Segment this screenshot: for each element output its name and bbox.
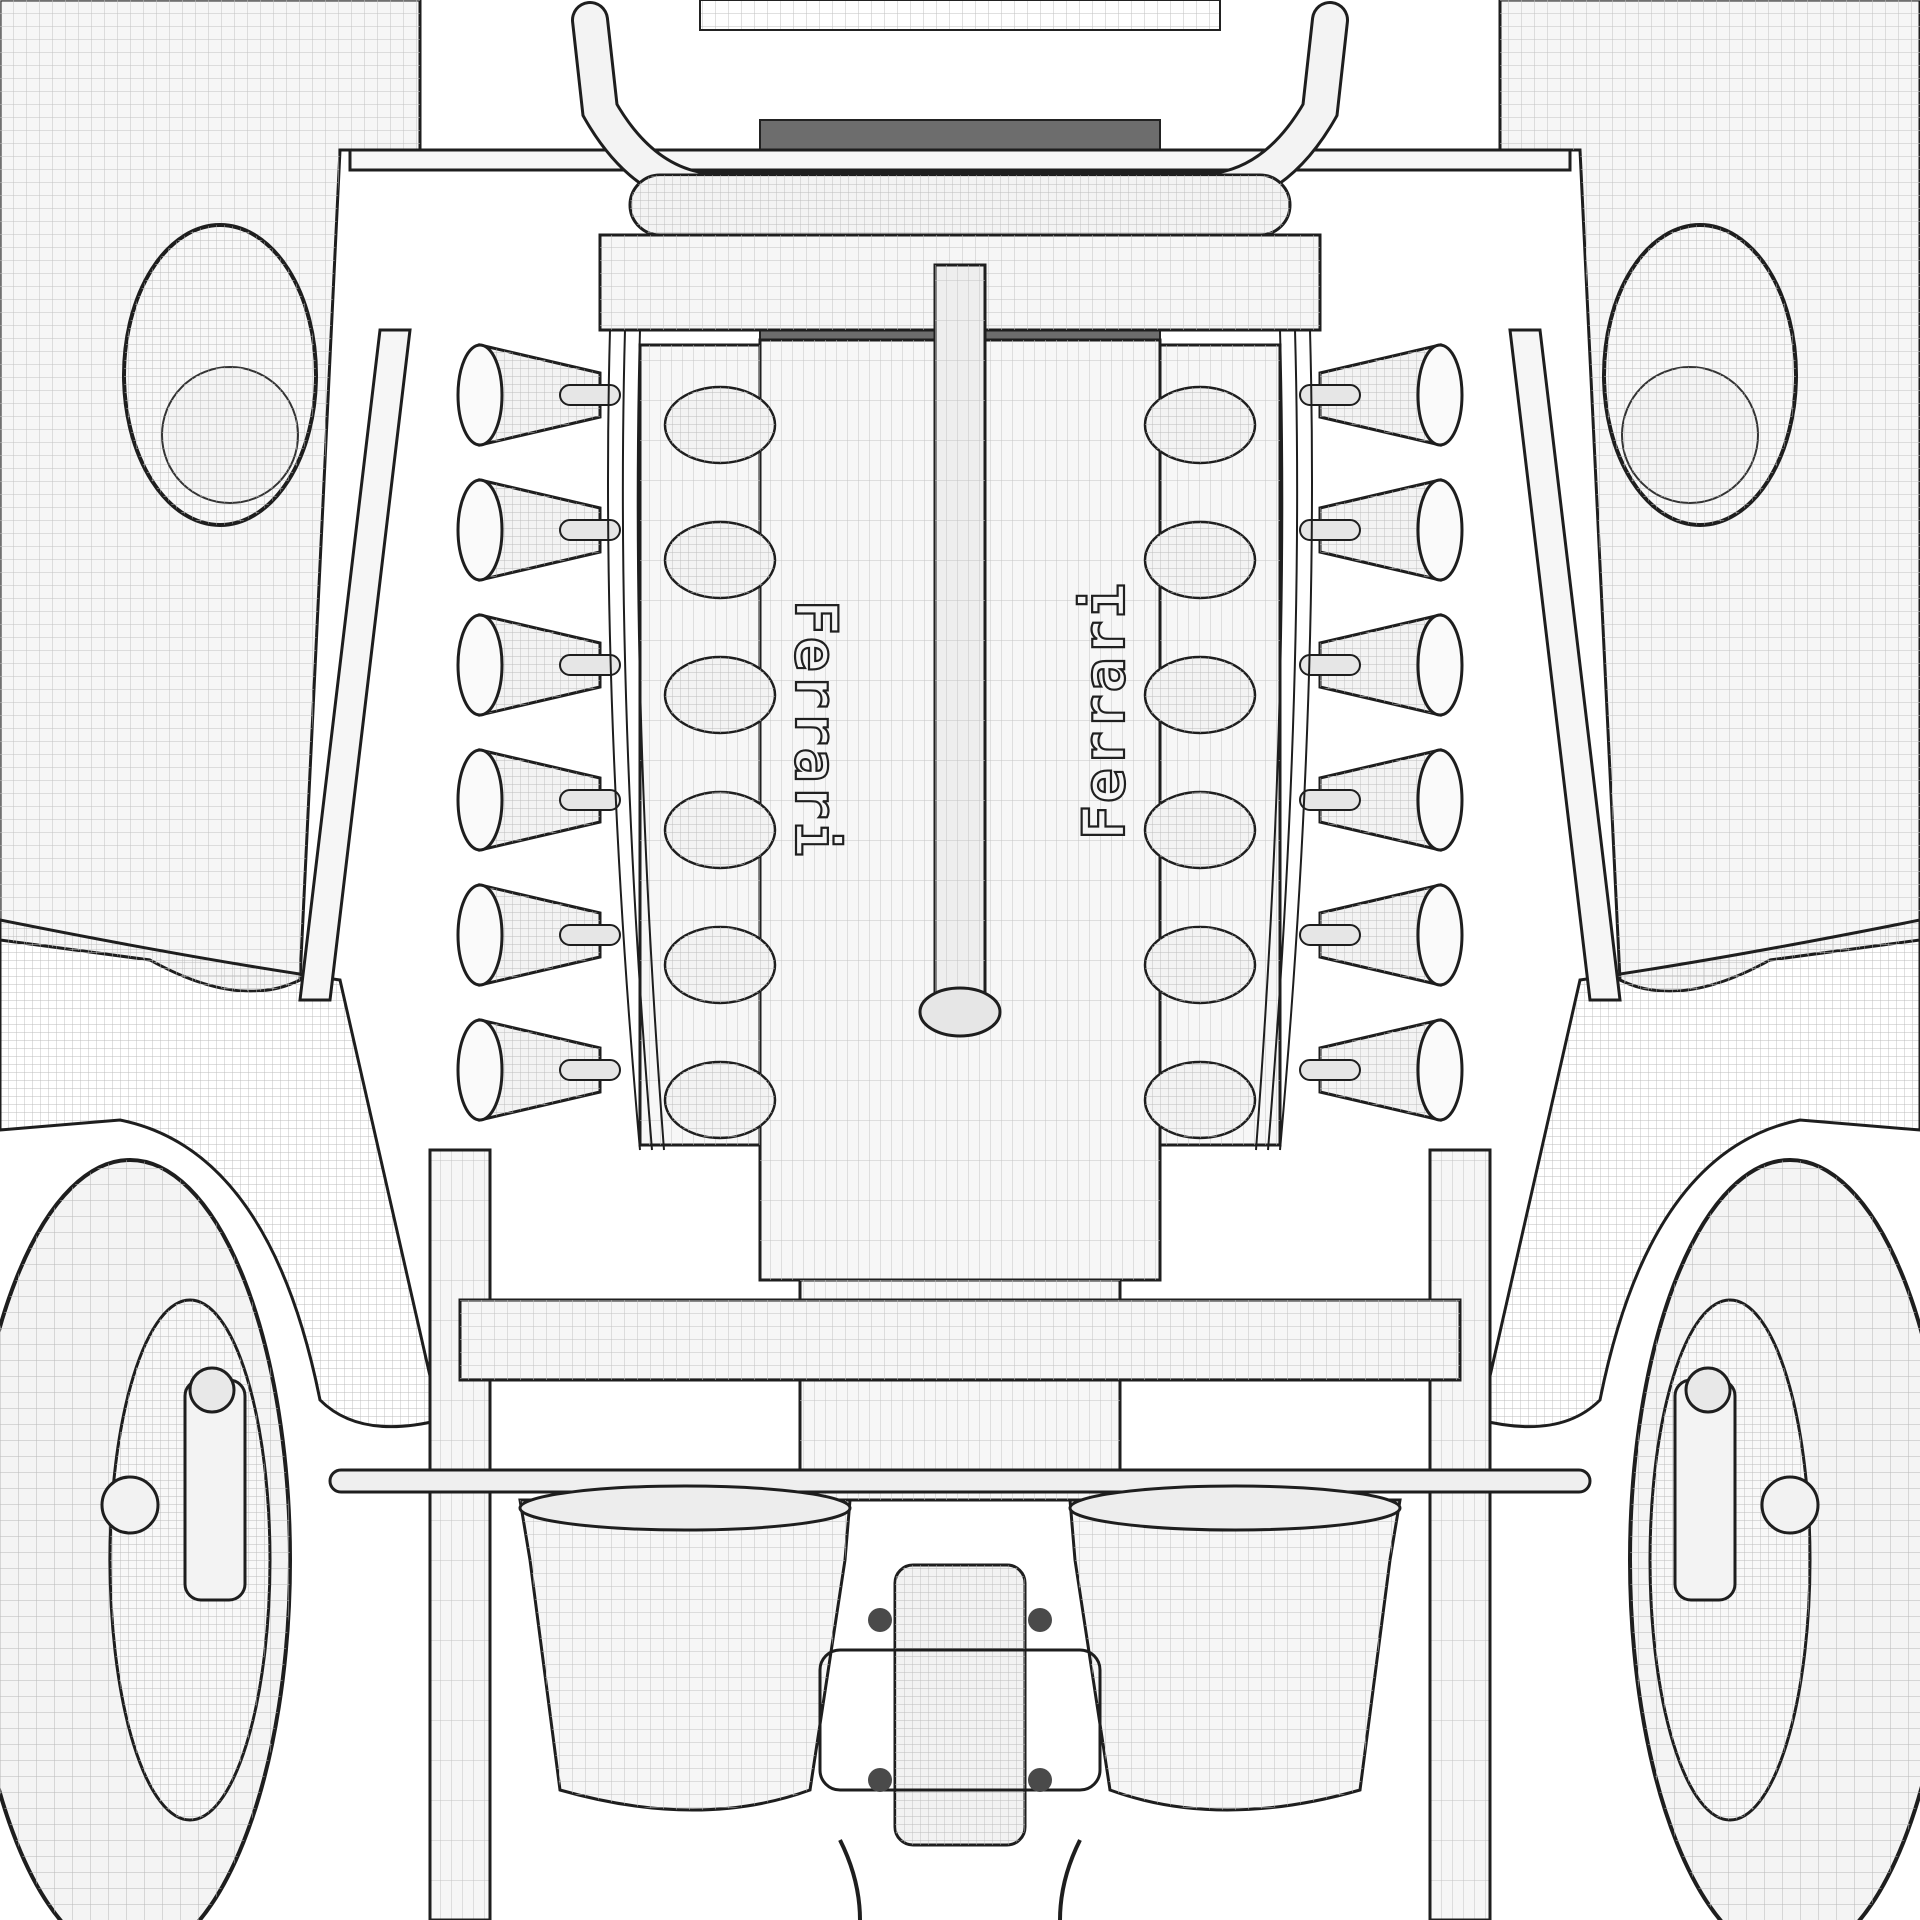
right-intake-trumpet	[1299, 883, 1464, 987]
right-air-duct	[1068, 1484, 1402, 1812]
right-intake-trumpet	[1299, 613, 1464, 717]
front-timing-unit	[818, 1563, 1102, 1920]
right-intake-port-mesh	[1145, 387, 1255, 463]
left-intake-port-mesh	[665, 1062, 775, 1138]
left-intake-port-mesh	[665, 792, 775, 868]
right-intake-trumpet	[1299, 748, 1464, 852]
intake-ports	[663, 385, 1257, 1140]
right-cam-cover	[1158, 343, 1282, 1147]
right-intake-trumpet	[1299, 343, 1464, 447]
chassis-frame	[298, 148, 1622, 1920]
left-intake-port-mesh	[665, 522, 775, 598]
left-logo-text: Ferrari	[782, 600, 850, 858]
left-intake-trumpets	[456, 343, 621, 1122]
left-cam-cover-logo: Ferrari	[781, 599, 851, 860]
left-upright	[100, 1366, 247, 1602]
left-intake-trumpet	[456, 748, 621, 852]
ignition-leads	[607, 329, 1313, 1151]
right-upright	[1673, 1366, 1820, 1602]
left-headlight	[122, 223, 318, 527]
left-cam-cover	[638, 343, 762, 1147]
front-crossmember	[328, 1298, 1592, 1494]
right-intake-port-mesh	[1145, 927, 1255, 1003]
right-front-wheel	[1628, 1158, 1920, 1920]
left-air-duct	[518, 1484, 852, 1812]
right-intake-trumpet	[1299, 478, 1464, 582]
left-intake-trumpet	[456, 1018, 621, 1122]
left-intake-port-mesh	[665, 387, 775, 463]
right-intake-port-mesh	[1145, 657, 1255, 733]
left-intake-trumpet	[456, 613, 621, 717]
right-intake-port-mesh	[1145, 522, 1255, 598]
left-intake-trumpet	[456, 343, 621, 447]
right-headlight	[1602, 223, 1798, 527]
left-intake-port-mesh	[665, 927, 775, 1003]
right-cam-cover-logo: Ferrari	[1069, 580, 1139, 841]
left-intake-trumpet	[456, 883, 621, 987]
right-intake-port-mesh	[1145, 1062, 1255, 1138]
right-intake-trumpets	[1299, 343, 1464, 1122]
right-intake-trumpet	[1299, 1018, 1464, 1122]
central-breather-pipe	[918, 263, 1002, 1038]
right-logo-text: Ferrari	[1070, 582, 1138, 840]
left-front-wheel	[0, 1158, 292, 1920]
left-intake-port-mesh	[665, 657, 775, 733]
right-intake-port-mesh	[1145, 792, 1255, 868]
left-intake-trumpet	[456, 478, 621, 582]
